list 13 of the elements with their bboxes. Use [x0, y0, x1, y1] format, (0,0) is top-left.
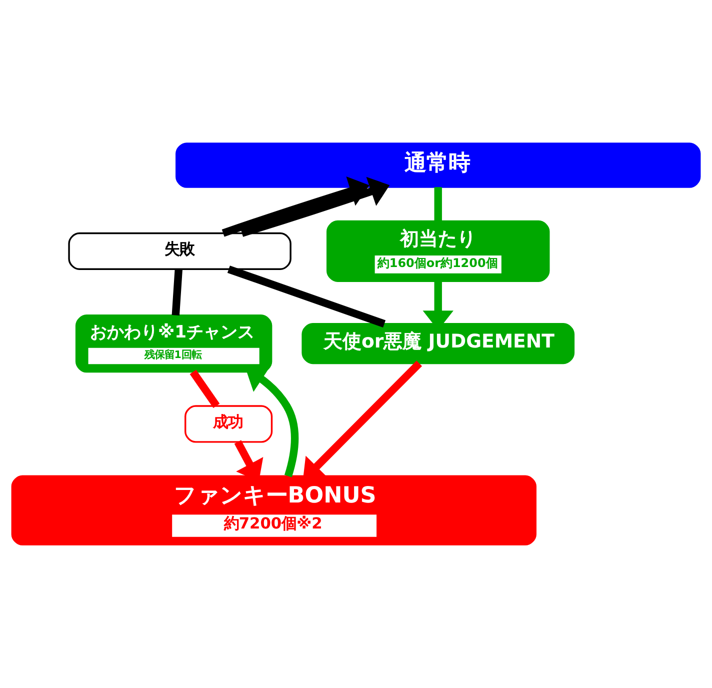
node-box: 成功 — [184, 405, 273, 443]
node-box: ファンキーBONUS 約7200個※2 — [11, 475, 536, 546]
node-box: 天使or悪魔 JUDGEMENT — [302, 323, 575, 364]
arrow — [240, 176, 390, 237]
connector — [190, 370, 220, 408]
connector — [172, 269, 182, 316]
node-box: 初当たり 約160個or約1200個 — [326, 220, 550, 282]
connector — [434, 187, 442, 221]
node-box: おかわり※1チャンス 残保留1回転 — [75, 314, 272, 373]
arrow — [222, 176, 370, 237]
connector — [227, 266, 386, 328]
node-box: 失敗 — [68, 232, 292, 270]
node-box: 通常時 — [176, 142, 701, 188]
